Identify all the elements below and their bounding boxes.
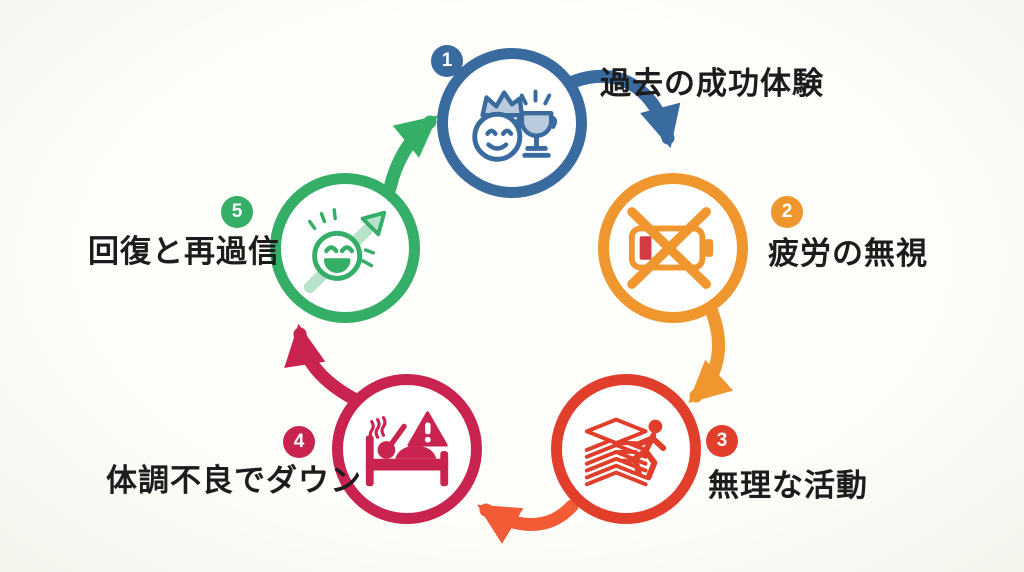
arrow-3-to-4 [477,499,579,544]
step-3-circle [551,374,701,524]
smiley-crown-trophy-icon [472,89,558,162]
step-4-label: 体調不良でダウン [106,463,362,498]
step-1-label: 過去の成功体験 [600,66,824,101]
arrow-2-to-3 [688,305,734,403]
step-1-circle [437,48,587,198]
step-3-label: 無理な活動 [708,468,868,503]
smiley-rising-arrow-icon [303,208,387,294]
step-2-label: 疲労の無視 [768,236,928,271]
step-1-number-badge: 1 [431,45,463,77]
arrow-4-to-5 [284,323,363,407]
crossed-out-battery-icon [627,207,714,289]
paper-stack-runner-icon [584,417,667,487]
step-4-number-badge: 4 [283,426,315,458]
step-5-label: 回復と再過信 [88,234,280,269]
step-5-number-badge: 5 [221,196,253,228]
arrow-1-to-2 [557,70,681,149]
sick-in-bed-icon [365,411,449,487]
step-4-circle [332,374,482,524]
step-2-circle [598,173,748,323]
battery-low-bar [639,236,652,260]
step-3-number-badge: 3 [706,425,738,457]
step-5-circle [270,173,420,323]
step-2-number-badge: 2 [771,196,803,228]
arrow-5-to-1 [383,115,439,195]
